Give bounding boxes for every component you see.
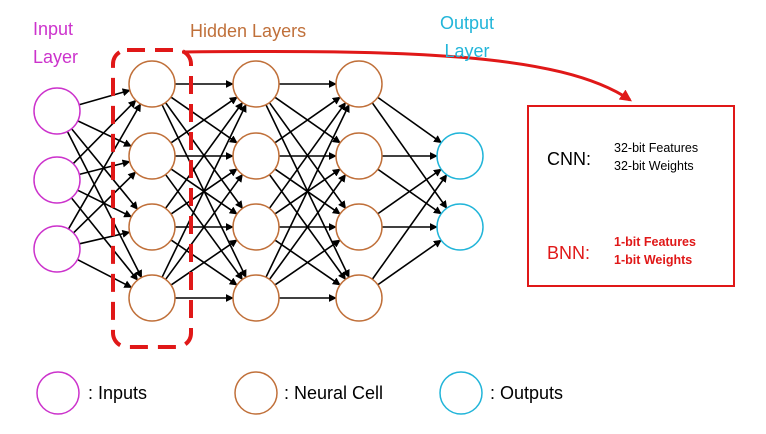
input-layer-title-line1: Input xyxy=(33,19,74,39)
edge-l1n3-l2n2 xyxy=(170,239,238,286)
legend-input-circle xyxy=(36,371,80,415)
input-node-l0-n2 xyxy=(33,225,81,273)
edge-l0n2-l1n1 xyxy=(72,171,137,234)
hidden-node-l3-n3 xyxy=(335,274,383,322)
hidden-node-l3-n2 xyxy=(335,203,383,251)
bnn-details: 1-bit Features 1-bit Weights xyxy=(614,233,696,269)
hidden-node-l2-n1 xyxy=(232,132,280,180)
legend-neural-cell-circle xyxy=(234,371,278,415)
edge-l1n1-l2n0 xyxy=(170,96,238,144)
edge-l0n1-l1n0 xyxy=(72,99,137,165)
network-nodes xyxy=(33,60,484,322)
edge-l0n0-l1n1 xyxy=(77,120,132,147)
hidden-layers-title: Hidden Layers xyxy=(190,21,307,41)
legend-neural-cell-label: : Neural Cell xyxy=(284,383,384,403)
edge-l0n0-l1n0 xyxy=(78,88,131,106)
edge-l3n2-l4n0 xyxy=(377,168,442,215)
cnn-features: 32-bit Features xyxy=(614,141,699,155)
edge-l0n0-l1n2 xyxy=(70,128,139,210)
edge-l2n1-l3n0 xyxy=(274,96,341,144)
comparison-box: CNN: 32-bit Features 32-bit Weights BNN:… xyxy=(527,105,735,287)
hidden-node-l1-n3 xyxy=(128,274,176,322)
hidden-node-l3-n0 xyxy=(335,60,383,108)
hidden-node-l2-n0 xyxy=(232,60,280,108)
edge-l1n3-l2n0 xyxy=(161,103,247,278)
edge-l0n2-l1n3 xyxy=(77,258,133,289)
edge-l0n2-l1n0 xyxy=(67,103,142,230)
hidden-node-l1-n0 xyxy=(128,60,176,108)
legend-outputs-label: : Outputs xyxy=(490,383,564,403)
cnn-details: 32-bit Features 32-bit Weights xyxy=(614,139,698,175)
cnn-weights: 32-bit Weights xyxy=(614,159,694,173)
edge-l0n0-l1n3 xyxy=(66,131,143,279)
edge-l0n1-l1n3 xyxy=(70,197,139,281)
edge-l2n3-l3n1 xyxy=(268,173,347,280)
hidden-node-l2-n3 xyxy=(232,274,280,322)
hidden-node-l3-n1 xyxy=(335,132,383,180)
edge-l3n3-l4n1 xyxy=(377,239,442,286)
edge-l3n0-l4n0 xyxy=(377,96,442,144)
edge-l2n3-l3n0 xyxy=(265,104,350,278)
legend-inputs-label: : Inputs xyxy=(88,383,148,403)
input-layer-title-line2: Layer xyxy=(33,47,79,67)
hidden-node-l1-n1 xyxy=(128,132,176,180)
input-node-l0-n1 xyxy=(33,156,81,204)
output-node-l4-n0 xyxy=(436,132,484,180)
highlight-arrow xyxy=(181,50,632,102)
edge-l2n2-l3n0 xyxy=(268,102,347,209)
edge-l0n2-l1n2 xyxy=(79,229,131,245)
input-node-l0-n0 xyxy=(33,87,81,135)
hidden-node-l1-n2 xyxy=(128,203,176,251)
output-layer-title-line1: Output xyxy=(439,13,495,33)
legend-output-circle xyxy=(439,371,483,415)
bnn-label: BNN: xyxy=(547,243,591,263)
edge-l1n3-l2n1 xyxy=(164,173,244,280)
first-hidden-layer-highlight xyxy=(111,48,193,349)
edge-l3n3-l4n0 xyxy=(371,174,448,280)
hidden-node-l2-n2 xyxy=(232,203,280,251)
bnn-weights: 1-bit Weights xyxy=(614,253,693,267)
connection-edges xyxy=(66,80,448,302)
cnn-label: CNN: xyxy=(547,149,591,169)
output-node-l4-n1 xyxy=(436,203,484,251)
output-layer-title-line2: Layer xyxy=(444,41,490,61)
edge-l1n2-l2n0 xyxy=(164,101,244,209)
edge-l2n3-l3n2 xyxy=(274,239,341,286)
bnn-features: 1-bit Features xyxy=(614,235,696,249)
